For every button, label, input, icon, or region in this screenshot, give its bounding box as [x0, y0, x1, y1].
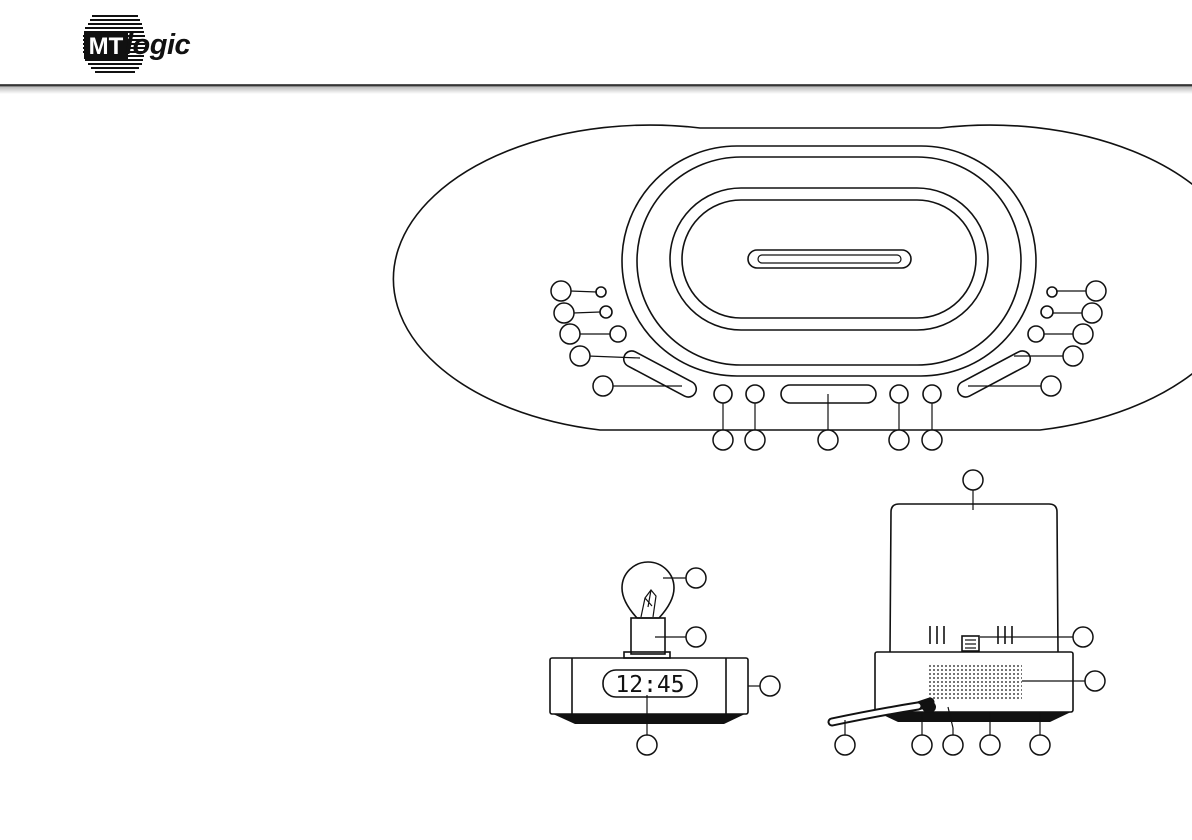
callout-cord [835, 735, 855, 755]
callout-top-left-2 [554, 303, 574, 323]
right-button-1 [1047, 287, 1057, 297]
left-slider-1 [621, 348, 699, 400]
right-button-2 [1041, 306, 1053, 318]
dock-recess-inner [682, 200, 976, 318]
front-base-shadow [553, 714, 745, 724]
bulb-socket [631, 618, 665, 654]
top-view-leaders [570, 291, 1087, 430]
speaker-grille [928, 664, 1022, 700]
cord-plug [922, 701, 936, 713]
bottom-button-1 [714, 385, 732, 403]
clock-display-time: 12:45 [615, 672, 684, 698]
callout-base-2 [1030, 735, 1050, 755]
callout-top-right-3 [1073, 324, 1093, 344]
back-top-housing [890, 504, 1058, 652]
left-button-2 [600, 306, 612, 318]
callout-plug [912, 735, 932, 755]
callout-top-left-4 [570, 346, 590, 366]
vent-slots [930, 626, 1012, 644]
bulb-filament [641, 590, 656, 617]
light-bulb-icon [622, 562, 674, 618]
top-view-ring-outer [622, 146, 1036, 376]
back-view [832, 470, 1105, 755]
callout-switch [1073, 627, 1093, 647]
callout-bulb [686, 568, 706, 588]
callout-bottom-1 [713, 430, 733, 450]
top-view [393, 125, 1192, 450]
callout-top-left-1 [551, 281, 571, 301]
right-button-3 [1028, 326, 1044, 342]
bottom-button-4 [923, 385, 941, 403]
callout-bottom-4 [889, 430, 909, 450]
callout-bottom-5 [922, 430, 942, 450]
callout-top-left-5 [593, 376, 613, 396]
dock-recess-outer [670, 188, 988, 330]
callout-antenna [943, 735, 963, 755]
callout-top-right-1 [1086, 281, 1106, 301]
callout-top-right-4 [1063, 346, 1083, 366]
front-view: 12:45 [550, 562, 780, 755]
dock-connector-slot-inner [758, 255, 901, 263]
callout-bottom-3 [818, 430, 838, 450]
callout-front-side [760, 676, 780, 696]
callout-top-left-3 [560, 324, 580, 344]
left-button-3 [610, 326, 626, 342]
callout-top-right-5 [1041, 376, 1061, 396]
bottom-button-2 [746, 385, 764, 403]
callout-top-right-2 [1082, 303, 1102, 323]
callout-speaker [1085, 671, 1105, 691]
dock-connector-slot [748, 250, 911, 268]
back-base-shadow [877, 712, 1071, 722]
callout-display [637, 735, 657, 755]
callout-bottom-2 [745, 430, 765, 450]
callout-base-1 [980, 735, 1000, 755]
bottom-button-3 [890, 385, 908, 403]
callout-socket [686, 627, 706, 647]
left-button-1 [596, 287, 606, 297]
callout-back-top [963, 470, 983, 490]
